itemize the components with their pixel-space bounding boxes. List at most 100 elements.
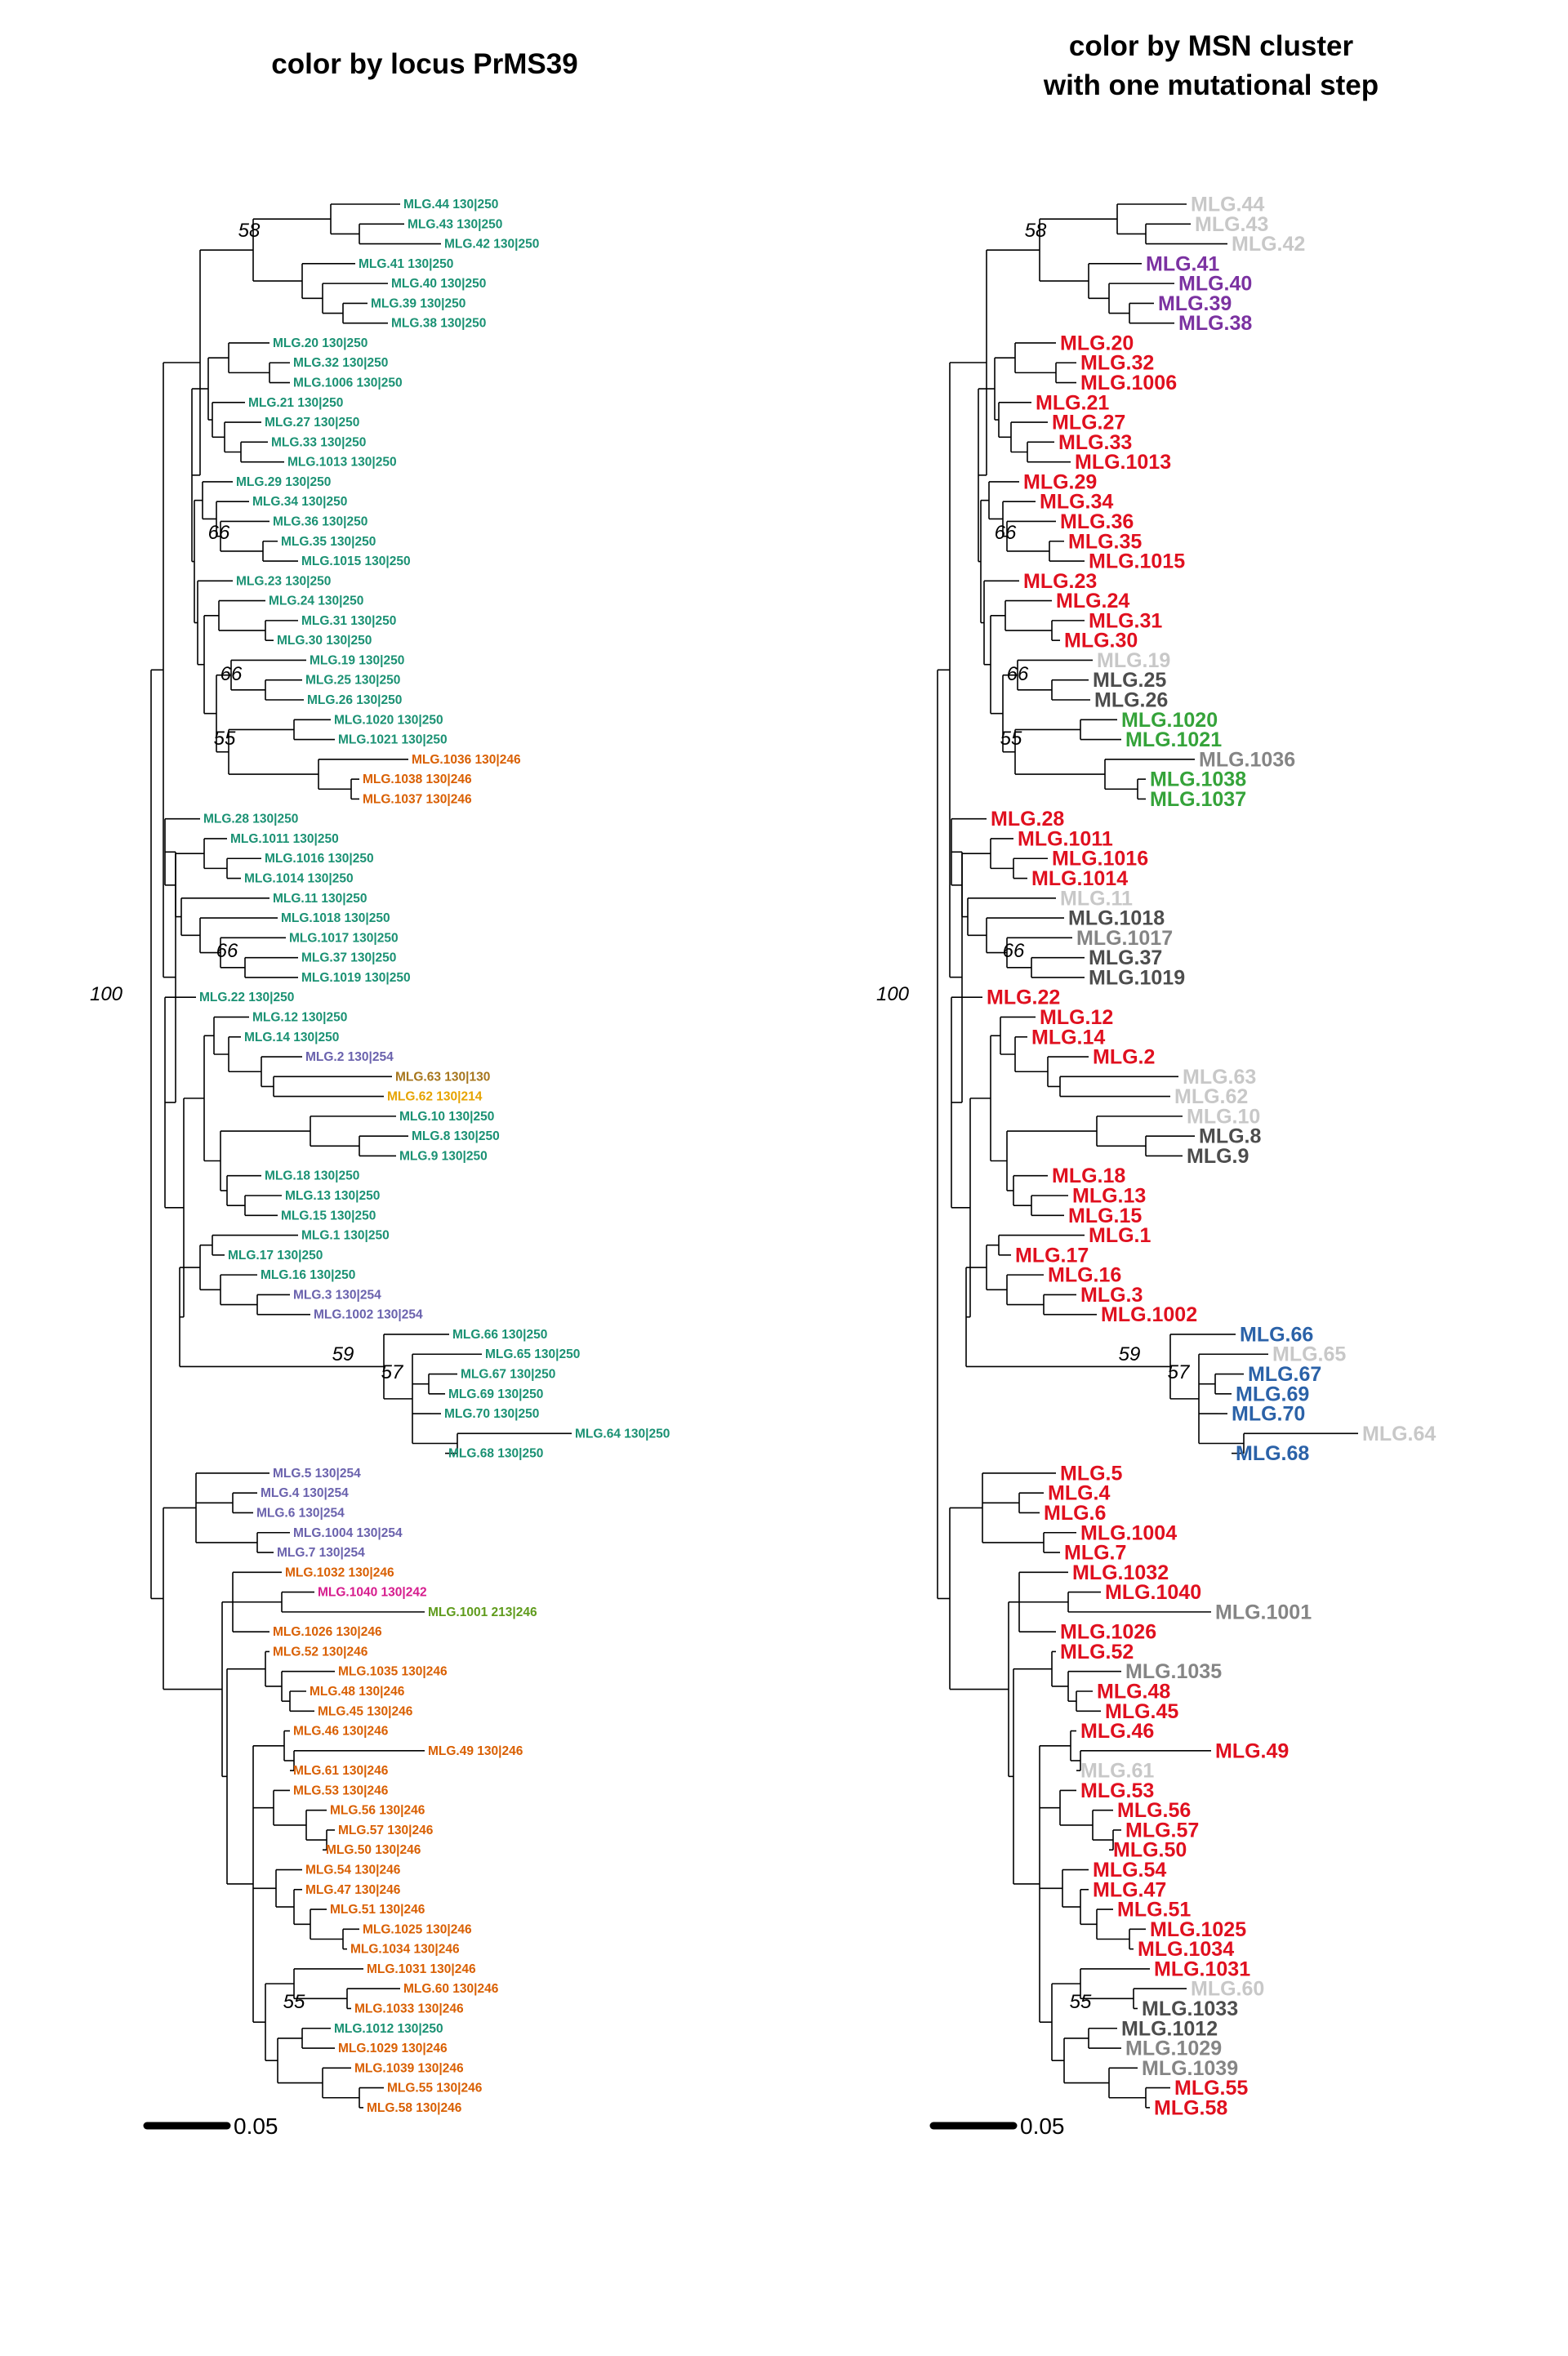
bootstrap-support: 59 xyxy=(1119,1343,1141,1365)
tip-label: MLG.1001 213|246 xyxy=(428,1606,537,1619)
tip-label: MLG.36 130|250 xyxy=(273,514,368,528)
tip-label: MLG.56 xyxy=(1117,1799,1191,1822)
bootstrap-support: 66 xyxy=(1007,663,1029,685)
tip-label: MLG.1020 130|250 xyxy=(334,713,443,727)
tip-label: MLG.13 130|250 xyxy=(285,1189,380,1203)
tip-label: MLG.30 130|250 xyxy=(277,634,372,648)
tip-label: MLG.1031 xyxy=(1154,1957,1250,1980)
tip-label: MLG.42 xyxy=(1232,233,1305,256)
tip-label: MLG.1038 xyxy=(1150,768,1246,791)
tip-label: MLG.4 130|254 xyxy=(261,1486,349,1500)
tip-label: MLG.60 xyxy=(1191,1978,1264,2001)
tip-label: MLG.42 130|250 xyxy=(444,238,539,252)
tip-label: MLG.26 xyxy=(1094,689,1168,712)
tip-label: MLG.1039 xyxy=(1142,2057,1238,2080)
tip-label: MLG.22 130|250 xyxy=(199,991,294,1004)
bootstrap-support: 66 xyxy=(208,522,230,544)
tip-label: MLG.1006 130|250 xyxy=(293,376,403,390)
tip-label: MLG.19 xyxy=(1097,649,1170,672)
tip-label: MLG.70 xyxy=(1232,1403,1305,1426)
tip-label: MLG.1002 xyxy=(1101,1303,1197,1326)
tip-label: MLG.1016 130|250 xyxy=(265,852,374,866)
tip-label: MLG.69 xyxy=(1236,1383,1309,1405)
tip-label: MLG.1021 130|250 xyxy=(338,733,448,747)
tip-label: MLG.64 xyxy=(1362,1423,1436,1445)
bootstrap-support: 66 xyxy=(995,522,1017,544)
tip-label: MLG.1035 130|246 xyxy=(338,1665,448,1679)
tip-label: MLG.20 130|250 xyxy=(273,336,368,350)
tip-label: MLG.25 xyxy=(1093,669,1166,692)
bootstrap-support: 100 xyxy=(876,983,910,1005)
tip-label: MLG.12 xyxy=(1040,1006,1113,1029)
left-scale-label: 0.05 xyxy=(234,2113,278,2139)
tip-label: MLG.1018 xyxy=(1068,907,1165,930)
tip-label: MLG.67 130|250 xyxy=(461,1368,555,1382)
tip-label: MLG.15 130|250 xyxy=(281,1209,376,1223)
tip-label: MLG.1037 xyxy=(1150,788,1246,811)
tip-label: MLG.1026 xyxy=(1060,1621,1156,1644)
tip-label: MLG.57 xyxy=(1125,1819,1199,1842)
right-tree-msn-cluster: MLG.44MLG.43MLG.42MLG.41MLG.40MLG.39MLG.… xyxy=(876,194,1436,2120)
tip-label: MLG.38 130|250 xyxy=(391,317,486,331)
tip-label: MLG.1014 130|250 xyxy=(244,872,354,886)
tip-label: MLG.2 xyxy=(1093,1046,1155,1069)
tip-label: MLG.12 130|250 xyxy=(252,1010,347,1024)
tip-label: MLG.29 130|250 xyxy=(236,475,331,489)
bootstrap-support: 59 xyxy=(332,1343,354,1365)
tip-label: MLG.1021 xyxy=(1125,728,1222,751)
tip-label: MLG.58 130|246 xyxy=(367,2101,462,2115)
bootstrap-support: 66 xyxy=(220,663,243,685)
tip-label: MLG.13 xyxy=(1072,1185,1146,1208)
tip-label: MLG.37 xyxy=(1089,946,1162,969)
tip-label: MLG.41 xyxy=(1146,252,1219,275)
tip-label: MLG.68 xyxy=(1236,1442,1309,1465)
tip-label: MLG.53 130|246 xyxy=(293,1784,389,1797)
tip-label: MLG.1032 130|246 xyxy=(285,1565,394,1579)
tip-label: MLG.1034 130|246 xyxy=(350,1943,460,1957)
tip-label: MLG.46 xyxy=(1080,1720,1154,1743)
tip-label: MLG.1025 xyxy=(1150,1918,1246,1941)
tip-label: MLG.18 130|250 xyxy=(265,1169,359,1183)
bootstrap-support: 57 xyxy=(381,1361,404,1383)
tip-label: MLG.1016 xyxy=(1052,848,1148,871)
tip-label: MLG.37 130|250 xyxy=(301,951,396,965)
tip-label: MLG.27 130|250 xyxy=(265,416,359,430)
tip-label: MLG.1004 xyxy=(1080,1521,1177,1544)
tip-label: MLG.1025 130|246 xyxy=(363,1922,472,1936)
tip-label: MLG.1017 130|250 xyxy=(289,931,399,945)
tip-label: MLG.44 xyxy=(1191,194,1264,216)
tip-label: MLG.5 xyxy=(1060,1462,1122,1485)
tip-label: MLG.48 130|246 xyxy=(310,1685,405,1699)
tip-label: MLG.8 130|250 xyxy=(412,1129,500,1143)
bootstrap-support: 58 xyxy=(1025,220,1047,242)
tip-label: MLG.39 xyxy=(1158,292,1232,315)
tip-label: MLG.16 130|250 xyxy=(261,1268,355,1282)
bootstrap-support: 55 xyxy=(1000,728,1022,750)
tip-label: MLG.30 xyxy=(1064,630,1138,652)
right-panel-title-line1: color by MSN cluster xyxy=(1069,30,1354,62)
tip-label: MLG.61 xyxy=(1080,1760,1154,1783)
tip-label: MLG.60 130|246 xyxy=(403,1982,499,1996)
tip-label: MLG.11 130|250 xyxy=(273,892,368,906)
tip-label: MLG.1015 130|250 xyxy=(301,554,411,568)
tip-label: MLG.1035 xyxy=(1125,1660,1222,1683)
tip-label: MLG.17 130|250 xyxy=(228,1249,323,1263)
tip-label: MLG.1036 xyxy=(1199,748,1295,771)
tip-label: MLG.22 xyxy=(987,986,1060,1009)
tip-label: MLG.1017 xyxy=(1076,927,1173,950)
tip-label: MLG.8 xyxy=(1199,1125,1261,1148)
tip-label: MLG.1038 130|246 xyxy=(363,773,472,786)
tip-label: MLG.32 xyxy=(1080,352,1154,375)
tip-label: MLG.35 xyxy=(1068,530,1142,553)
tip-label: MLG.1013 130|250 xyxy=(287,456,397,470)
tip-label: MLG.1029 130|246 xyxy=(338,2042,448,2055)
tip-label: MLG.51 130|246 xyxy=(330,1903,425,1917)
tip-label: MLG.14 xyxy=(1031,1026,1105,1049)
right-scale-label: 0.05 xyxy=(1020,2113,1065,2139)
tip-label: MLG.1004 130|254 xyxy=(293,1526,403,1540)
tip-label: MLG.28 xyxy=(991,808,1064,831)
tip-label: MLG.1001 xyxy=(1215,1601,1312,1623)
tip-label: MLG.63 130|130 xyxy=(395,1070,490,1084)
bootstrap-support: 57 xyxy=(1168,1361,1191,1383)
tip-label: MLG.1018 130|250 xyxy=(281,911,390,925)
